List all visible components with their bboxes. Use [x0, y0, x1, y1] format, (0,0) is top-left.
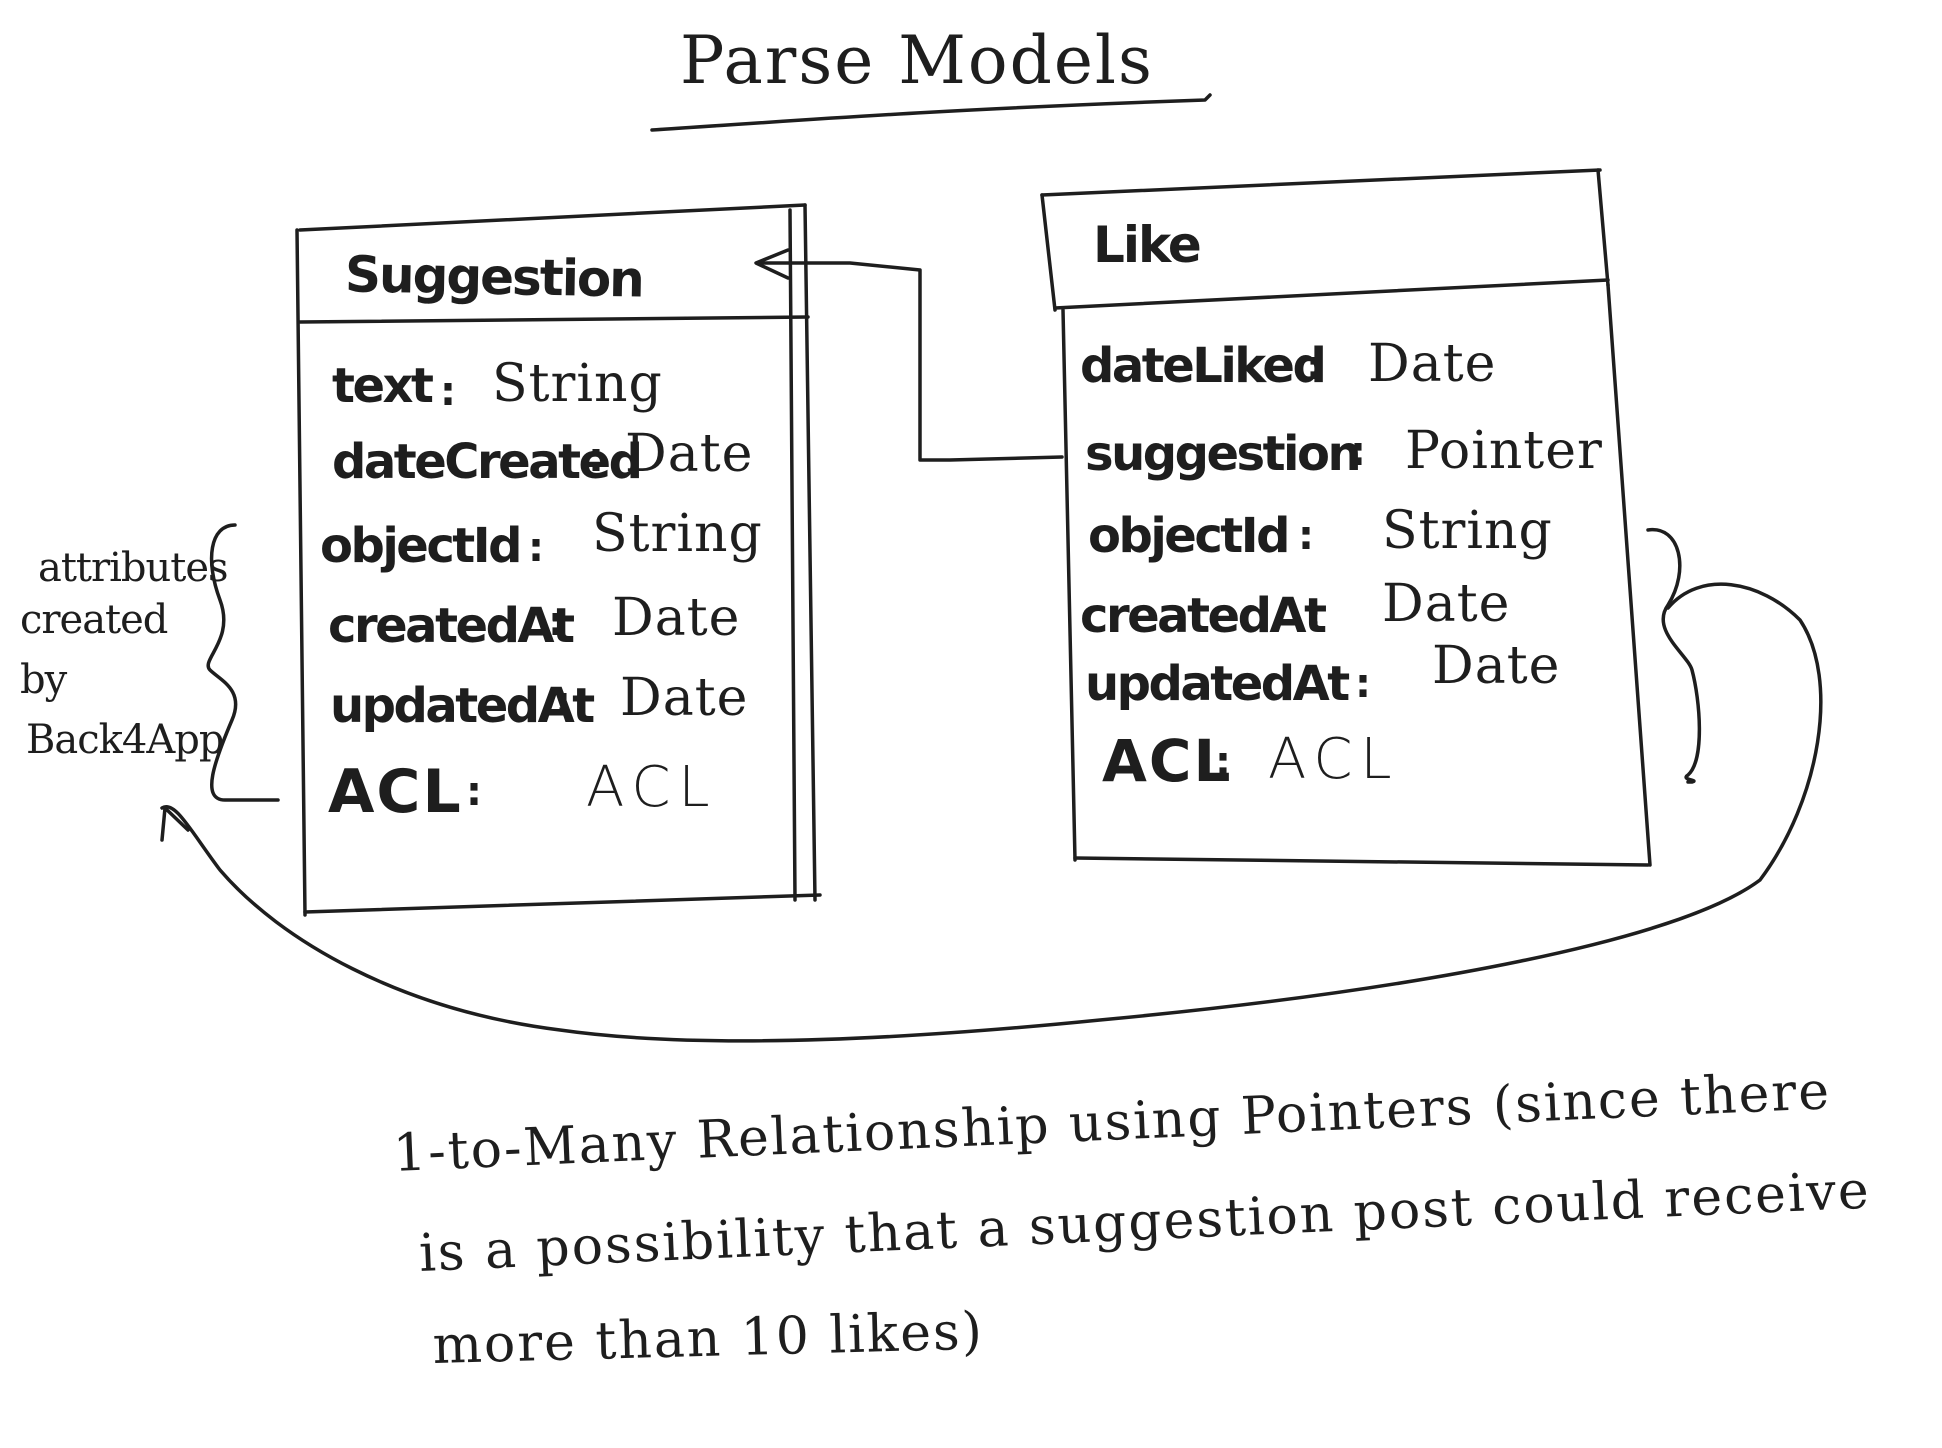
- field-colon: :: [1355, 661, 1371, 707]
- field-type: Date: [620, 668, 749, 728]
- field-colon: :: [1306, 593, 1322, 639]
- field-colon: :: [1298, 513, 1314, 559]
- field-colon: :: [588, 435, 604, 481]
- like-model-name: Like: [1093, 216, 1202, 274]
- field-name: suggestion: [1085, 426, 1362, 482]
- relationship-note-line: more than 10 likes): [431, 1301, 985, 1376]
- field-colon: :: [528, 525, 544, 571]
- field-name: dateLiked: [1080, 338, 1327, 394]
- title-underline: [650, 93, 1212, 132]
- field-name: objectId: [1088, 508, 1290, 564]
- right-curly-brace: [1646, 528, 1702, 784]
- side-note-line: Back4App: [26, 717, 224, 763]
- field-name: ACL: [328, 757, 463, 827]
- field-type: Date: [1382, 574, 1511, 634]
- field-type: Date: [1368, 334, 1497, 394]
- side-note-line: by: [20, 657, 67, 703]
- field-colon: :: [548, 599, 564, 645]
- field-name: createdAt: [328, 598, 575, 654]
- field-colon: :: [1350, 429, 1366, 475]
- field-type: ACL: [586, 755, 718, 820]
- page-title: Parse Models: [680, 22, 1154, 99]
- field-name: createdAt: [1080, 588, 1327, 644]
- field-name: text: [332, 358, 434, 414]
- field-name: updatedAt: [1085, 656, 1350, 712]
- field-name: dateCreated: [332, 434, 643, 490]
- field-colon: :: [440, 369, 456, 415]
- field-type: Date: [612, 588, 741, 648]
- field-name: ACL: [1102, 727, 1233, 795]
- field-type: String: [492, 354, 663, 414]
- field-type: Date: [625, 424, 754, 484]
- pointer-arrowhead: [754, 248, 790, 280]
- bottom-return-arrowhead: [160, 806, 190, 842]
- field-type: String: [1382, 501, 1553, 561]
- side-note-line: created: [20, 597, 168, 643]
- bottom-return-arrow: [160, 582, 1823, 1043]
- field-type: Date: [1432, 636, 1561, 696]
- field-name: objectId: [320, 518, 522, 574]
- field-name: updatedAt: [330, 678, 595, 734]
- field-colon: :: [555, 679, 571, 725]
- field-colon: :: [1215, 739, 1231, 785]
- suggestion-model-name: Suggestion: [344, 245, 644, 309]
- field-type: ACL: [1268, 727, 1400, 792]
- field-type: Pointer: [1405, 421, 1603, 481]
- field-type: String: [592, 504, 763, 564]
- suggestion-box-outline: [295, 203, 822, 917]
- field-colon: :: [1306, 343, 1322, 389]
- side-note-line: attributes: [38, 545, 229, 591]
- left-curly-brace: [206, 523, 280, 802]
- like-box-outline: [1040, 168, 1652, 867]
- field-colon: :: [466, 769, 482, 815]
- pointer-connector: [756, 261, 1064, 462]
